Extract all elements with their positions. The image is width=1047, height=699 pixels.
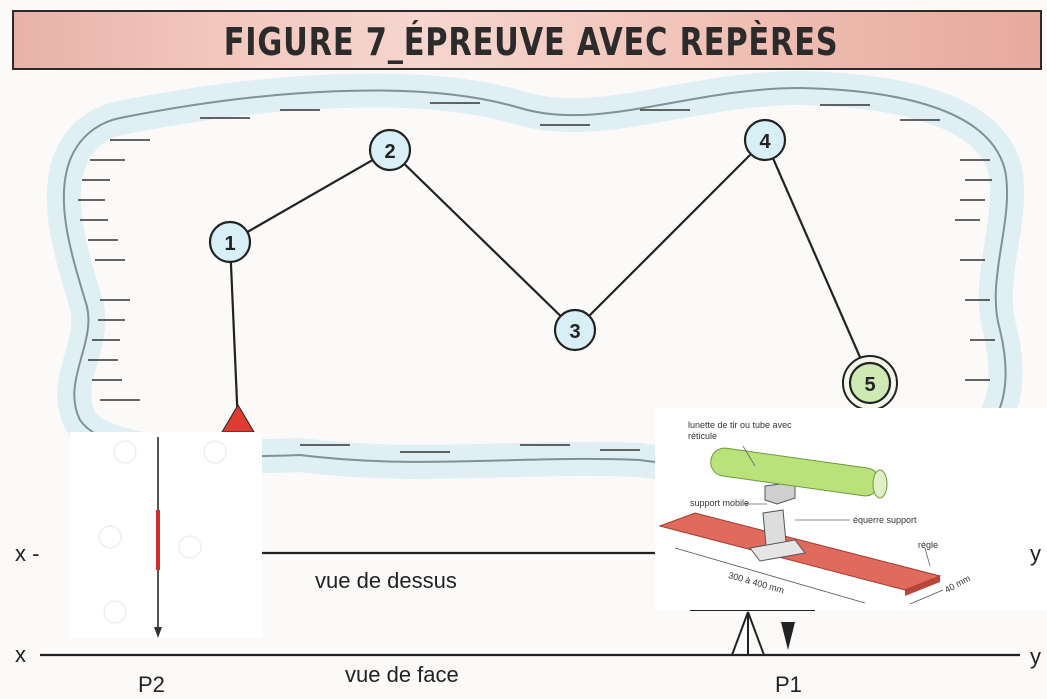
buoy-1: 1 [208, 220, 252, 264]
post-p2-label: P2 [138, 672, 165, 697]
buoy-4-label: 4 [759, 131, 771, 153]
view-front-label: vue de face [345, 662, 459, 687]
water-hatching [78, 102, 995, 453]
pole-drawing [98, 437, 227, 638]
apparatus-drawing [658, 445, 944, 605]
buoy-5-label: 5 [864, 374, 875, 396]
buoy-4: 4 [743, 118, 787, 162]
buoy-2: 2 [368, 128, 412, 172]
axis-y-top-label: y [1030, 541, 1041, 566]
figure-title: FIGURE 7_ÉPREUVE AVEC REPÈRES [223, 20, 839, 64]
label-scope: lunette de tir ou tube avec réticule [688, 420, 792, 441]
buoy-5: 5 [842, 355, 898, 411]
label-ruler: règle [918, 540, 939, 550]
watermark-marks [98, 440, 227, 624]
buoy-3-label: 3 [569, 321, 580, 343]
sighting-mark-icon [781, 622, 795, 650]
scope-tube [710, 447, 888, 499]
label-bracket: équerre support [853, 515, 917, 525]
apparatus-inset: lunette de tir ou tube avec réticule sup… [655, 408, 1047, 610]
view-top-label: vue de dessus [315, 568, 457, 593]
title-banner: FIGURE 7_ÉPREUVE AVEC REPÈRES [12, 10, 1042, 70]
axis-y-bottom-label: y [1030, 644, 1041, 669]
axis-x-bottom-label: x [15, 642, 26, 667]
buoy-1-label: 1 [224, 233, 235, 255]
tripod-p1-icon [690, 609, 815, 656]
buoy-2-label: 2 [384, 141, 395, 163]
pole-inset [70, 432, 262, 638]
start-line [228, 241, 240, 426]
label-mobile-support: support mobile [690, 498, 750, 508]
buoy-3: 3 [553, 308, 597, 352]
post-p1-label: P1 [775, 672, 802, 697]
axis-x-top-label: x - [15, 541, 40, 566]
